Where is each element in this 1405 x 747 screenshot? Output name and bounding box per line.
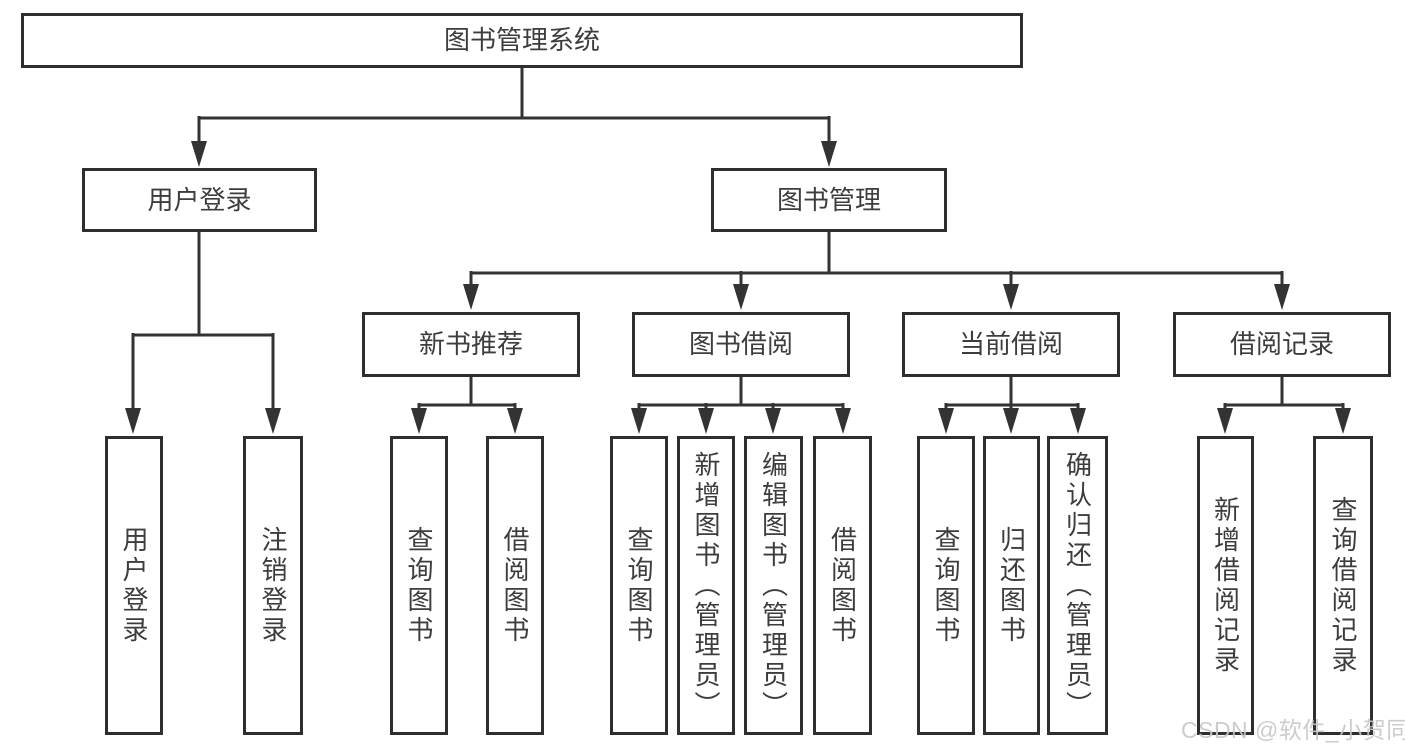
arrowhead-icon: [1335, 408, 1351, 434]
arrowhead-icon: [507, 408, 523, 434]
arrowhead-icon: [125, 408, 141, 434]
node-new-book-recommend: 新书推荐: [362, 312, 580, 377]
arrowhead-icon: [835, 408, 851, 434]
arrowhead-icon: [733, 284, 749, 310]
watermark: CSDN @软件_小贺同学: [1181, 717, 1405, 743]
leaf-confirm-return-admin: 确认归还（管理员）: [1047, 436, 1108, 735]
arrowhead-icon: [765, 408, 781, 434]
arrowhead-icon: [698, 408, 714, 434]
node-user-login: 用户登录: [82, 168, 317, 232]
leaf-logout-login: 注销登录: [243, 436, 303, 735]
leaf-edit-books-admin: 编辑图书（管理员）: [744, 436, 803, 735]
leaf-add-books-admin: 新增图书（管理员）: [677, 436, 735, 735]
arrowhead-icon: [463, 284, 479, 310]
arrowhead-icon: [1003, 408, 1019, 434]
leaf-user-login: 用户登录: [105, 436, 163, 735]
arrowhead-icon: [938, 408, 954, 434]
arrowhead-icon: [821, 141, 837, 167]
node-library-management-system: 图书管理系统: [21, 13, 1023, 68]
node-book-borrowing: 图书借阅: [632, 312, 850, 377]
arrowhead-icon: [1217, 408, 1233, 434]
leaf-borrow-books-recommend: 借阅图书: [486, 436, 544, 735]
arrowhead-icon: [265, 408, 281, 434]
leaf-borrow-books-borrowing: 借阅图书: [813, 436, 872, 735]
leaf-query-books-current: 查询图书: [917, 436, 975, 735]
leaf-return-books: 归还图书: [983, 436, 1040, 735]
leaf-query-books-recommend: 查询图书: [390, 436, 448, 735]
leaf-query-borrow-record: 查询借阅记录: [1313, 436, 1373, 735]
node-book-management: 图书管理: [711, 168, 947, 232]
arrowhead-icon: [1274, 284, 1290, 310]
node-current-borrowing: 当前借阅: [902, 312, 1120, 377]
node-borrowing-records: 借阅记录: [1173, 312, 1391, 377]
leaf-add-borrow-record: 新增借阅记录: [1197, 436, 1254, 735]
arrowhead-icon: [1003, 284, 1019, 310]
leaf-query-books-borrowing: 查询图书: [610, 436, 668, 735]
arrowhead-icon: [631, 408, 647, 434]
arrowhead-icon: [191, 141, 207, 167]
arrowhead-icon: [1070, 408, 1086, 434]
arrowhead-icon: [411, 408, 427, 434]
